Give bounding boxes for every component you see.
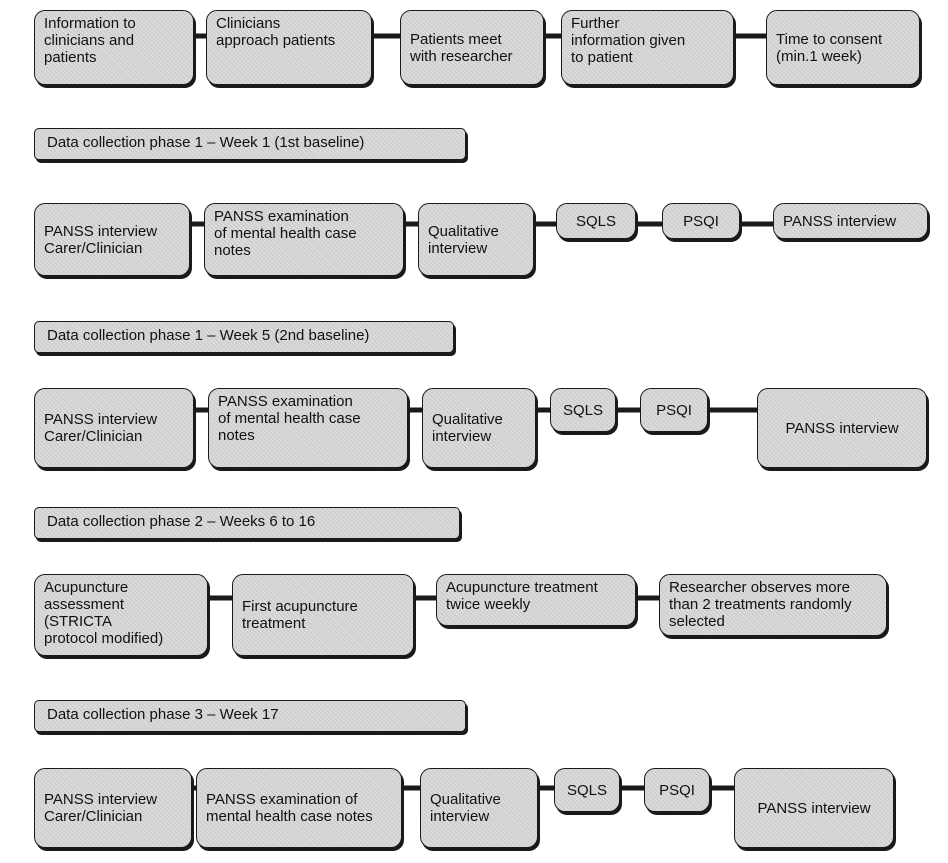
step-patients-meet-researcher: Patients meet with researcher	[400, 10, 544, 85]
step-psqi: PSQI	[640, 388, 708, 432]
step-sqls: SQLS	[554, 768, 620, 812]
step-panss-interview: PANSS interview	[773, 203, 928, 239]
step-qualitative-interview: Qualitative interview	[418, 203, 534, 276]
step-first-acupuncture-treatment: First acupuncture treatment	[232, 574, 414, 656]
step-psqi: PSQI	[644, 768, 710, 812]
step-acupuncture-assessment: Acupuncture assessment (STRICTA protocol…	[34, 574, 208, 656]
step-panss-interview-carer: PANSS interview Carer/Clinician	[34, 768, 192, 848]
step-panss-examination: PANSS examination of mental health case …	[208, 388, 408, 468]
step-sqls: SQLS	[556, 203, 636, 239]
phase-2-weeks-6-16-header: Data collection phase 2 – Weeks 6 to 16	[34, 507, 460, 539]
phase-3-week-17-header: Data collection phase 3 – Week 17	[34, 700, 466, 732]
step-sqls: SQLS	[550, 388, 616, 432]
step-further-information: Further information given to patient	[561, 10, 734, 85]
step-acupuncture-twice-weekly: Acupuncture treatment twice weekly	[436, 574, 636, 626]
step-clinicians-approach-patients: Clinicians approach patients	[206, 10, 372, 85]
step-panss-examination: PANSS examination of mental health case …	[204, 203, 404, 276]
step-qualitative-interview: Qualitative interview	[422, 388, 536, 468]
step-qualitative-interview: Qualitative interview	[420, 768, 538, 848]
step-psqi: PSQI	[662, 203, 740, 239]
step-time-to-consent: Time to consent (min.1 week)	[766, 10, 920, 85]
step-panss-examination: PANSS examination of mental health case …	[196, 768, 402, 848]
step-panss-interview-carer: PANSS interview Carer/Clinician	[34, 203, 190, 276]
phase-1-week-1-header: Data collection phase 1 – Week 1 (1st ba…	[34, 128, 466, 160]
step-panss-interview-carer: PANSS interview Carer/Clinician	[34, 388, 194, 468]
step-panss-interview: PANSS interview	[757, 388, 927, 468]
phase-1-week-5-header: Data collection phase 1 – Week 5 (2nd ba…	[34, 321, 454, 353]
step-researcher-observes: Researcher observes more than 2 treatmen…	[659, 574, 887, 636]
step-panss-interview: PANSS interview	[734, 768, 894, 848]
step-information-to-clinicians: Information to clinicians and patients	[34, 10, 194, 85]
